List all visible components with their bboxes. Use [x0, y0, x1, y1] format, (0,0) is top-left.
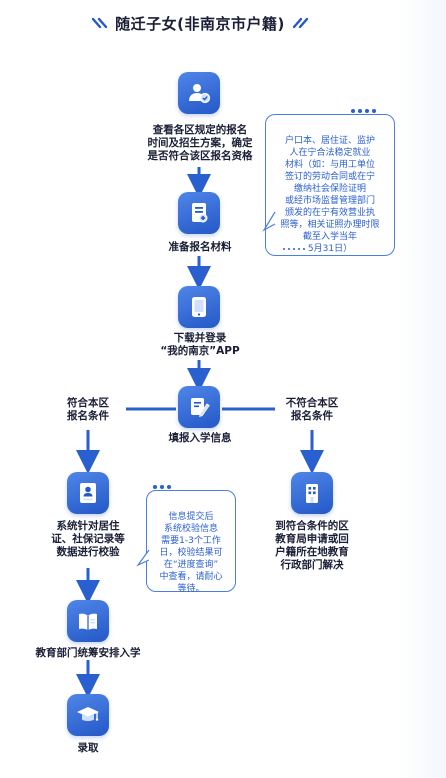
node-download-label: 下载并登录 “我的南京”APP: [160, 332, 240, 357]
verify-time-note-text: 信息提交后 系统校验信息 需要1-3个工作 日，校验结果可 在“进度查询” 中查…: [159, 512, 223, 594]
verify-time-note-dots: [153, 485, 171, 489]
materials-note-dots-top: [351, 109, 376, 113]
person-doc-icon: [178, 72, 220, 114]
title-slash-right-icon: [292, 17, 309, 29]
materials-note-tail: [262, 211, 276, 232]
book-icon: [67, 600, 109, 642]
tablet-icon: [178, 286, 220, 328]
side-shade: [400, 0, 446, 778]
materials-note: 户口本、居住证、监护 人在宁合法稳定就业 材料（如：与用工单位 签订的劳动合同或…: [265, 114, 395, 256]
edit-icon: [178, 386, 220, 428]
materials-note-text: 户口本、居住证、监护 人在宁合法稳定就业 材料（如：与用工单位 签订的劳动合同或…: [280, 136, 380, 254]
verify-time-note: 信息提交后 系统校验信息 需要1-3个工作 日，校验结果可 在“进度查询” 中查…: [146, 490, 236, 594]
node-apply-other-label: 到符合条件的区 教育局申请或回 户籍所在地教育 行政部门解决: [275, 520, 349, 571]
page-title: 随迁子女(非南京市户籍): [115, 14, 285, 33]
flowchart-card: 随迁子女(非南京市户籍): [0, 10, 400, 754]
node-fill-label: 填报入学信息: [168, 432, 232, 444]
flow-connectors: [76, 167, 324, 698]
node-check-label: 查看各区规定的报名 时间及招生方案，确定 是否符合该区报名资格: [147, 124, 253, 162]
building-icon: [291, 472, 333, 514]
node-eligible-label: 符合本区 报名条件: [67, 397, 109, 422]
node-ineligible-label: 不符合本区 报名条件: [285, 397, 339, 422]
document-icon: [178, 192, 220, 234]
id-card-icon: [67, 472, 109, 514]
materials-note-dots-bottom: [283, 248, 305, 250]
verify-time-note-tail: [136, 549, 150, 567]
title-slash-left-icon: [91, 17, 108, 29]
node-prepare-label: 准备报名材料: [168, 241, 232, 253]
title-row: 随迁子女(非南京市户籍): [0, 10, 400, 36]
node-admit-label: 录取: [77, 742, 99, 754]
node-arrange-label: 教育部门统筹安排入学: [35, 647, 141, 659]
graduation-cap-icon: [67, 694, 109, 736]
node-verify-label: 系统针对居住 证、社保记录等 数据进行校验: [51, 520, 125, 558]
